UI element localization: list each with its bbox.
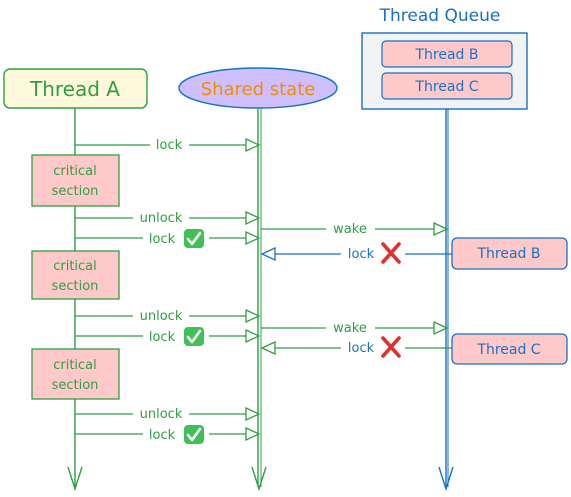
msg-unlock-1: unlock xyxy=(75,210,261,226)
msg-lock-1-label: lock xyxy=(156,138,183,153)
msg-wake-1-label: wake xyxy=(333,222,367,237)
msg-lock-3: lock xyxy=(75,327,261,346)
msg-unlock-3-label: unlock xyxy=(140,407,183,422)
msg-lock-fail-thread-c-label: lock xyxy=(348,341,375,356)
msg-lock-4-label: lock xyxy=(149,428,176,443)
msg-wake-2-label: wake xyxy=(333,321,367,336)
msg-unlock-2: unlock xyxy=(75,308,261,324)
msg-wake-2: wake xyxy=(261,320,449,336)
msg-lock-fail-thread-b-label: lock xyxy=(348,247,375,262)
msg-unlock-2-label: unlock xyxy=(140,309,183,324)
msg-wake-1: wake xyxy=(261,221,449,237)
msg-lock-fail-thread-b: lock xyxy=(260,242,452,264)
msg-lock-fail-thread-c: lock xyxy=(260,336,452,358)
cross-mark-icon xyxy=(381,336,401,358)
thread-c-box-label: Thread C xyxy=(476,342,540,358)
msg-lock-1: lock xyxy=(75,137,261,153)
msg-unlock-1-label: unlock xyxy=(140,211,183,226)
check-mark-icon xyxy=(184,327,204,346)
msg-lock-2: lock xyxy=(75,229,261,248)
msg-unlock-3: unlock xyxy=(75,406,261,422)
msg-lock-3-label: lock xyxy=(149,330,176,345)
check-mark-icon xyxy=(184,425,204,444)
thread-queue-lifeline xyxy=(438,109,454,492)
queue-item-thread-c xyxy=(381,72,513,100)
thread-c-box: Thread C xyxy=(451,333,568,365)
queue-item-thread-b xyxy=(381,40,513,68)
thread-b-box-label: Thread B xyxy=(476,246,540,262)
shared-state-lifeline xyxy=(251,108,267,492)
check-mark-icon xyxy=(184,229,204,248)
shared-state-title: Shared state xyxy=(201,79,316,100)
thread-queue-title: Thread Queue xyxy=(379,6,501,26)
thread-b-box: Thread B xyxy=(451,237,568,270)
msg-lock-2-label: lock xyxy=(149,232,176,247)
thread-a-title: Thread A xyxy=(29,77,120,101)
msg-lock-4: lock xyxy=(75,425,261,444)
queue-item-thread-c-label: Thread C xyxy=(414,79,478,95)
queue-item-thread-b-label: Thread B xyxy=(414,47,478,63)
cross-mark-icon xyxy=(381,242,401,264)
